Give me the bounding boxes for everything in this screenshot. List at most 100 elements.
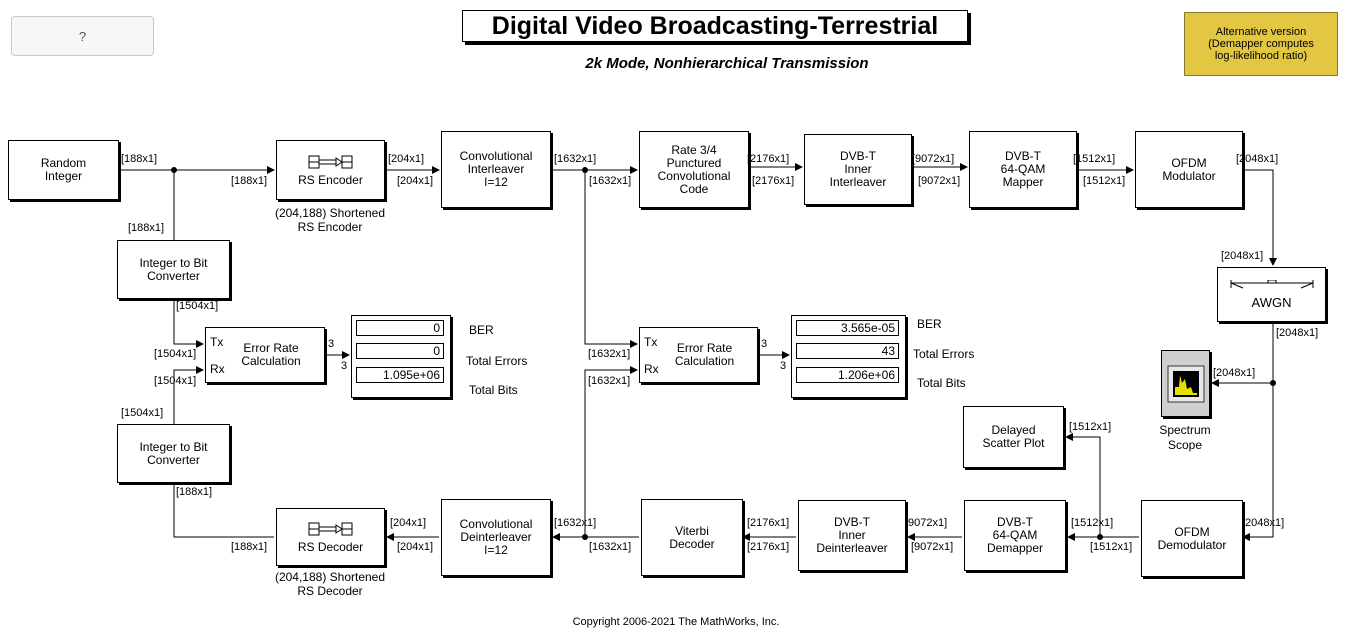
block-text: Calculation	[674, 354, 735, 368]
signal-label: [1512x1]	[1069, 421, 1112, 433]
alternative-version-link[interactable]: Alternative version (Demapper computes l…	[1184, 12, 1338, 76]
rs-encoder-block[interactable]: RS Encoder	[276, 140, 385, 200]
alt-line: (Demapper computes	[1208, 38, 1314, 50]
caption-line: RS Encoder	[297, 220, 363, 234]
block-text: Viterbi	[675, 523, 709, 538]
block-text: Integer to Bit	[139, 439, 208, 454]
signal-label: [2048x1]	[1213, 367, 1256, 379]
signal-label: [9072x1]	[912, 153, 955, 165]
signal-label: [1504x1]	[154, 375, 197, 387]
signal-label: [188x1]	[231, 541, 268, 553]
block-text: Integer to Bit	[139, 255, 208, 270]
signal-label: [2176x1]	[747, 541, 790, 553]
signal-label: [1632x1]	[589, 175, 632, 187]
signal-label: [2048x1]	[1236, 153, 1279, 165]
block-text: Error Rate	[676, 341, 733, 355]
signal-label: [2048x1]	[1276, 327, 1319, 339]
signal-label: [188x1]	[176, 486, 213, 498]
ber-label: BER	[469, 323, 494, 337]
tx-port: Tx	[210, 335, 224, 349]
total-bits-value: 1.095e+06	[356, 367, 444, 383]
rs-codec-icon	[308, 522, 352, 535]
block-text: Punctured	[666, 155, 722, 170]
dims-label: 3	[761, 338, 768, 350]
ber-value: 3.565e-05	[796, 320, 899, 336]
signal-label: [204x1]	[388, 153, 425, 165]
signal-label: [204x1]	[390, 517, 427, 529]
block-text: Convolutional	[459, 517, 533, 531]
channel-icon	[1230, 280, 1313, 289]
block-text: I=12	[484, 543, 508, 557]
signal-label: [188x1]	[121, 153, 158, 165]
dims-label: 3	[341, 360, 348, 372]
rs-decoder-caption: (204,188) Shortened RS Decoder	[268, 570, 392, 598]
copyright-notice: Copyright 2006-2021 The MathWorks, Inc.	[572, 616, 780, 628]
block-text: AWGN	[1251, 295, 1292, 310]
total-errors-value: 43	[796, 343, 899, 359]
block-text: I=12	[484, 175, 508, 189]
rs-codec-icon	[308, 155, 352, 168]
block-text: DVB-T	[1005, 149, 1041, 163]
ber-display-left[interactable]: 0 0 1.095e+06	[351, 315, 451, 398]
signal-label: [204x1]	[397, 175, 434, 187]
signal-label: [1632x1]	[588, 375, 631, 387]
diagram-title: Digital Video Broadcasting-Terrestrial	[462, 10, 968, 42]
ber-value: 0	[356, 320, 444, 336]
signal-label: [1512x1]	[1073, 153, 1116, 165]
block-text: OFDM	[1174, 524, 1210, 539]
caption-line: RS Decoder	[297, 584, 363, 598]
block-text: RS Encoder	[298, 172, 363, 187]
total-bits-value: 1.206e+06	[796, 367, 899, 383]
spectrum-scope-icon	[1167, 365, 1204, 402]
block-text: Deinterleaver	[460, 530, 532, 544]
alt-line: Alternative version	[1215, 26, 1307, 38]
caption-line: (204,188) Shortened	[274, 570, 386, 584]
block-text: Delayed	[991, 423, 1036, 437]
block-text: Random	[40, 156, 87, 170]
block-text: Demodulator	[1157, 537, 1227, 552]
rs-decoder-block[interactable]: RS Decoder	[276, 508, 385, 566]
block-text: Decoder	[669, 536, 715, 551]
signal-label: [1512x1]	[1071, 517, 1114, 529]
alt-line: log-likelihood ratio)	[1214, 50, 1308, 62]
dims-label: 3	[328, 338, 335, 350]
block-text: Convolutional	[459, 149, 533, 163]
block-text: Interleaver	[829, 175, 887, 189]
ber-display-right[interactable]: 3.565e-05 43 1.206e+06	[791, 315, 906, 398]
signal-label: [2048x1]	[1242, 517, 1285, 529]
block-text: Rate 3/4	[671, 142, 717, 157]
block-text: Converter	[147, 268, 200, 283]
spectrum-scope-block[interactable]	[1161, 350, 1210, 417]
signal-label: [9072x1]	[911, 541, 954, 553]
spectrum-scope-caption: Spectrum Scope	[1150, 423, 1220, 453]
signal-label: [188x1]	[231, 175, 268, 187]
signal-label: [1504x1]	[176, 300, 219, 312]
caption-line: Scope	[1167, 438, 1203, 452]
dims-label: 3	[780, 360, 787, 372]
block-text: Modulator	[1162, 168, 1216, 183]
awgn-channel-block[interactable]: AWGN	[1217, 267, 1326, 322]
signal-label: [1512x1]	[1090, 541, 1133, 553]
signal-label: [2176x1]	[747, 517, 790, 529]
rs-encoder-caption: (204,188) Shortened RS Encoder	[268, 206, 392, 234]
help-button[interactable]: ?	[11, 16, 154, 56]
block-text: Convolutional	[657, 168, 731, 183]
signal-label: [2048x1]	[1221, 250, 1264, 262]
signal-label: [1632x1]	[589, 541, 632, 553]
